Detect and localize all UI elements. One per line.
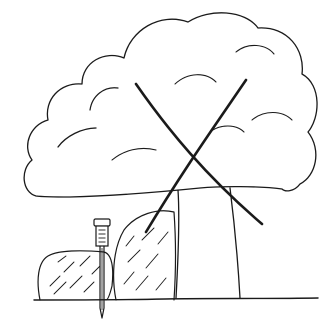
tree-trunk bbox=[176, 188, 240, 298]
tree-canopy-outline bbox=[24, 13, 317, 197]
shrub-left bbox=[38, 251, 113, 300]
garden-stake-icon bbox=[94, 219, 110, 318]
shrub-right bbox=[114, 211, 176, 300]
x-mark-icon bbox=[136, 80, 262, 232]
canopy-detail-lines bbox=[58, 45, 292, 160]
